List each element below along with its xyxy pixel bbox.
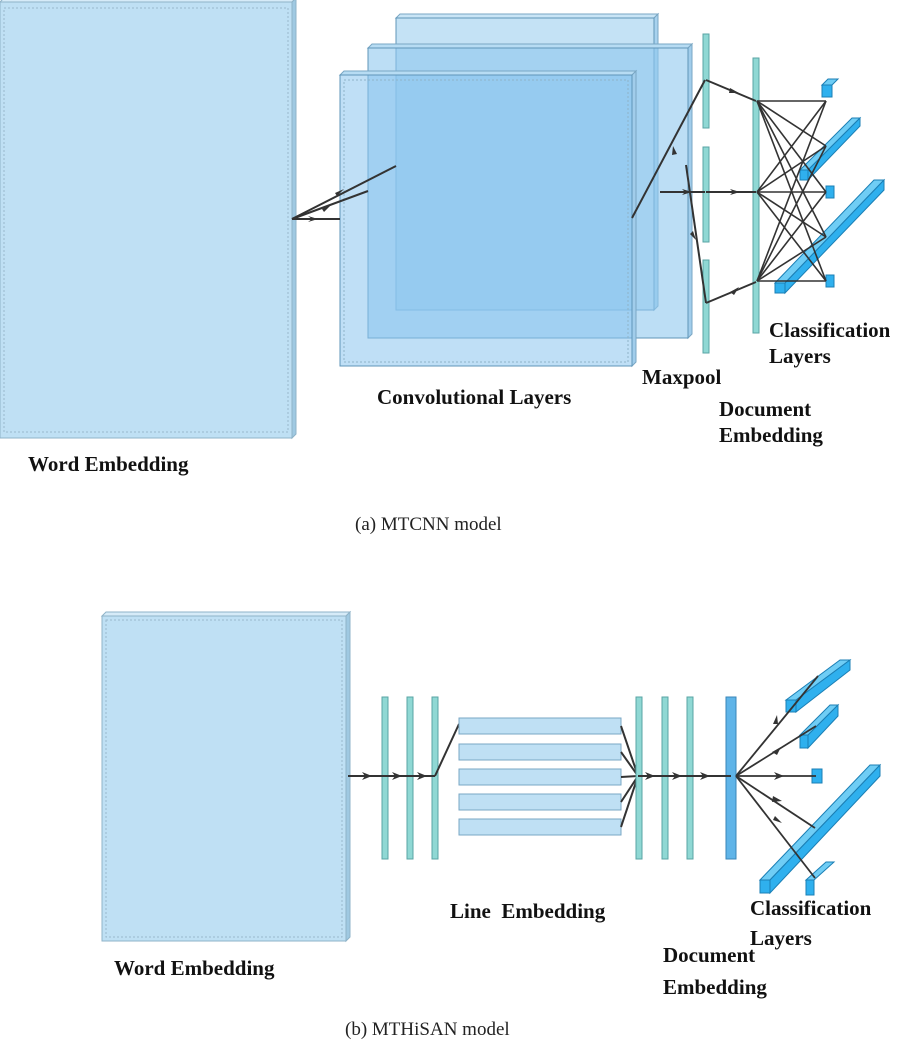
line-attention-layers xyxy=(635,696,694,860)
label-classification-a-1: Classification xyxy=(769,318,891,342)
label-word-embedding-a: Word Embedding xyxy=(28,452,189,476)
mthisan-diagram: Word Embedding Line Embedding Document E… xyxy=(100,610,882,1040)
label-classification-b-2: Layers xyxy=(750,926,812,950)
dense-edges-a xyxy=(756,100,827,282)
conv-layer-1 xyxy=(338,69,638,368)
label-classification-b-1: Classification xyxy=(750,896,872,920)
line-embeddings xyxy=(458,717,622,836)
label-document-embedding-a-1: Document xyxy=(719,397,811,421)
label-classification-a-2: Layers xyxy=(769,344,831,368)
edge-a xyxy=(291,190,369,220)
label-convolutional-layers: Convolutional Layers xyxy=(377,385,571,409)
caption-a: (a) MTCNN model xyxy=(355,514,502,535)
label-document-embedding-a-2: Embedding xyxy=(719,423,823,447)
caption-b: (b) MTHiSAN model xyxy=(345,1019,510,1040)
classification-heads-b xyxy=(758,659,882,896)
mtcnn-diagram: Word Embedding Convolutional Layers Maxp… xyxy=(0,0,891,535)
word-embedding-block-b xyxy=(100,610,352,943)
edge-a xyxy=(291,165,397,220)
label-document-embedding-b-2: Embedding xyxy=(663,975,767,999)
label-document-embedding-b-1: Document xyxy=(663,943,755,967)
classification-heads-a xyxy=(773,78,886,295)
label-maxpool: Maxpool xyxy=(642,365,722,389)
word-attention-layers xyxy=(381,696,439,860)
document-embedding-bar-b xyxy=(725,696,737,860)
label-word-embedding-b: Word Embedding xyxy=(114,956,275,980)
label-line-embedding: Line Embedding xyxy=(450,899,606,923)
word-embedding-block-a xyxy=(0,0,297,440)
